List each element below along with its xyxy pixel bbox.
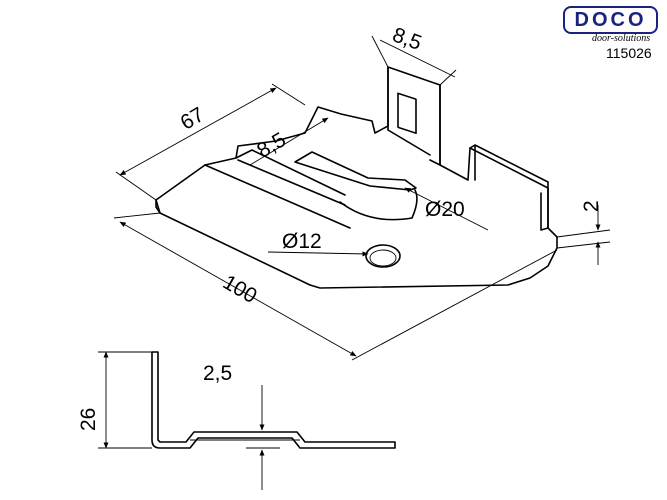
plate-isometric-view <box>155 66 558 289</box>
dim-length-100-label: 100 <box>219 271 261 308</box>
small-hole-inner <box>369 249 397 267</box>
brand-logo-text: DOCO <box>574 9 647 31</box>
part-number: 115026 <box>606 45 652 61</box>
dim-diameter-20: Ø20 <box>404 187 489 231</box>
dim-slot-width-inner: 8,5 <box>249 117 329 166</box>
brand-logo: DOCO <box>563 6 658 34</box>
dim-diameter-12: Ø12 <box>267 230 369 257</box>
plate-side-view <box>151 351 396 449</box>
large-cutout-edge <box>339 189 418 221</box>
dim-length-67-label: 67 <box>177 103 209 135</box>
front-tab <box>387 66 441 166</box>
right-tab <box>469 144 549 231</box>
small-hole <box>365 244 401 268</box>
tab-slot <box>397 92 417 135</box>
dim-offset-2-5: 2,5 <box>203 362 280 490</box>
dim-diameter-12-label: Ø12 <box>282 230 322 253</box>
dim-thickness-2-label: 2 <box>580 200 603 212</box>
dim-length-100: 100 <box>113 212 558 361</box>
side-profile-outline <box>151 351 396 449</box>
dim-slot-width-top: 8,5 <box>371 23 457 86</box>
dim-slot-width-top-label: 8,5 <box>389 23 424 55</box>
dim-height-26: 26 <box>77 351 152 449</box>
raised-strip <box>204 149 351 229</box>
plate-outline <box>155 66 558 289</box>
plate-thickness-edge <box>155 199 161 214</box>
dim-diameter-20-label: Ø20 <box>425 198 465 221</box>
dim-slot-width-inner-label: 8,5 <box>253 128 290 163</box>
dim-offset-2-5-label: 2,5 <box>203 362 232 385</box>
plate-slot <box>294 151 417 191</box>
dim-height-26-label: 26 <box>77 408 100 431</box>
brand-tagline: door-solutions <box>592 33 651 44</box>
dim-thickness-2: 2 <box>556 200 611 265</box>
